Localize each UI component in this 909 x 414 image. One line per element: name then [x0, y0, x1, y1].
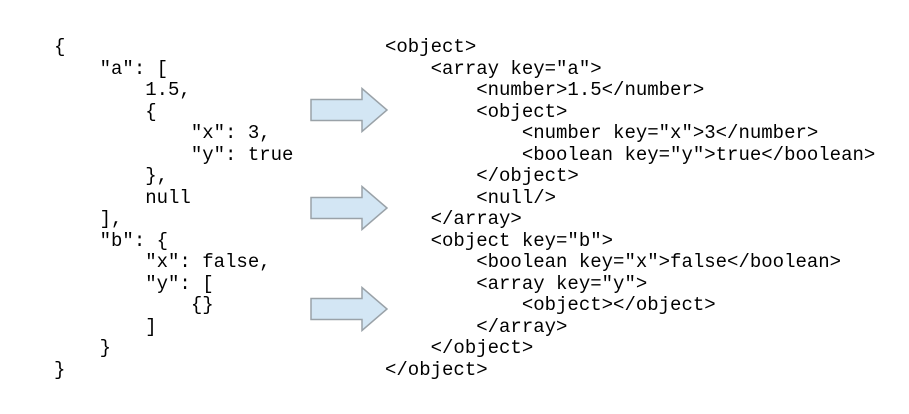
- xml-output-code: <object> <array key="a"> <number>1.5</nu…: [385, 36, 876, 381]
- json-source-code: { "a": [ 1.5, { "x": 3, "y": true }, nul…: [54, 36, 294, 381]
- right-arrow-icon: [310, 286, 388, 332]
- right-arrow-icon: [310, 87, 388, 133]
- right-arrow-icon: [310, 185, 388, 231]
